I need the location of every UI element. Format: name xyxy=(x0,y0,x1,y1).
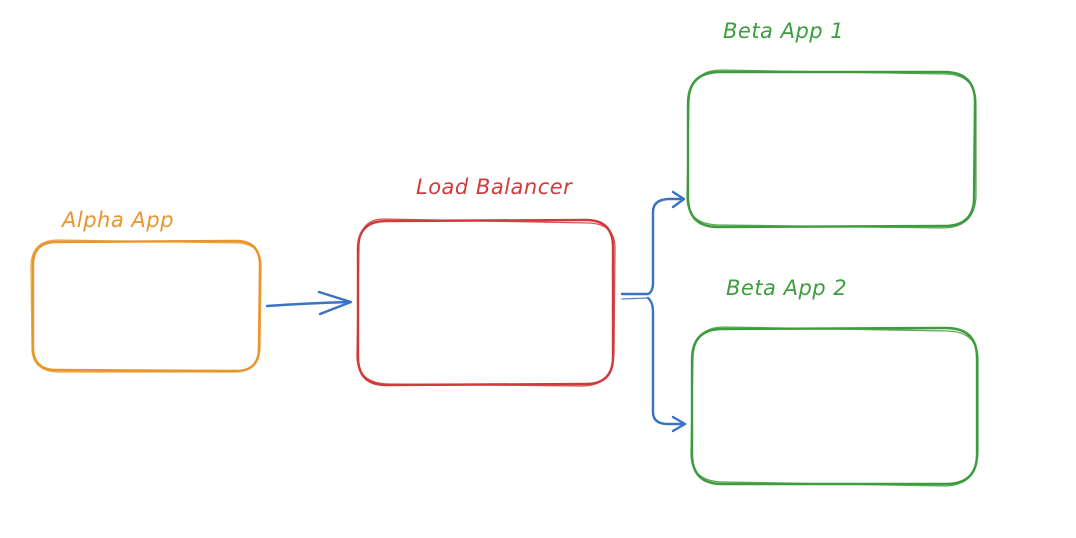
beta-app-2-box xyxy=(690,326,979,486)
alpha-app-box-sketch xyxy=(30,239,262,373)
edge-alpha-lb-arrowhead xyxy=(317,290,353,316)
alpha-app-node[interactable]: Alpha App xyxy=(30,208,262,373)
beta-app-2-label: Beta App 2 xyxy=(726,276,847,300)
edge-lb-beta1-arrowhead xyxy=(671,190,686,209)
beta-app-1-box xyxy=(686,70,977,229)
alpha-app-label: Alpha App xyxy=(60,208,174,232)
edge-load-balancer-to-beta-apps xyxy=(620,190,687,433)
load-balancer-label: Load Balancer xyxy=(416,175,573,199)
alpha-app-box xyxy=(31,239,262,373)
load-balancer-box-sketch xyxy=(356,218,616,387)
load-balancer-node[interactable]: Load Balancer xyxy=(356,175,616,387)
edge-lb-beta2-line xyxy=(646,296,686,426)
beta-app-1-node[interactable]: Beta App 1 xyxy=(686,19,977,229)
edge-alpha-lb-line xyxy=(265,300,352,308)
beta-app-2-box-sketch xyxy=(690,326,979,487)
edge-lb-beta2-arrowhead xyxy=(671,415,687,433)
edge-lb-stub-sketch xyxy=(621,297,648,300)
load-balancer-box xyxy=(356,218,615,387)
edge-lb-beta1-line xyxy=(646,197,685,296)
beta-app-1-box-sketch xyxy=(686,69,977,229)
edge-alpha-to-load-balancer xyxy=(265,290,353,316)
beta-app-1-label: Beta App 1 xyxy=(723,19,844,43)
beta-app-2-node[interactable]: Beta App 2 xyxy=(690,276,979,487)
